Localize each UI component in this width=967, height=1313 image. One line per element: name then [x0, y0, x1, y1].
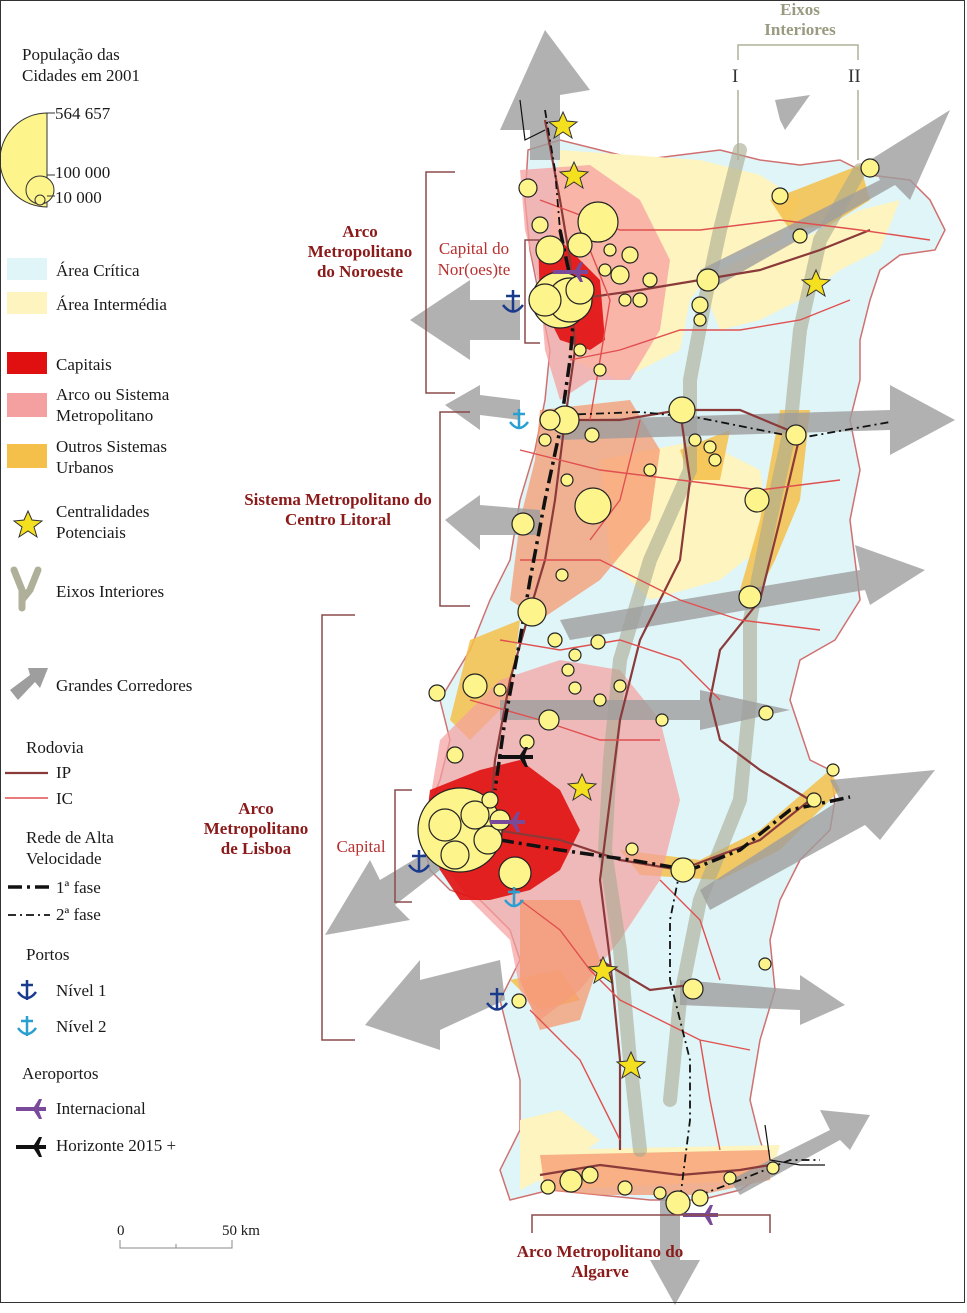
legend-swatch-area-critica	[7, 258, 47, 280]
grandes-corredores	[325, 30, 955, 1305]
legend-horizonte-label: Horizonte 2015 +	[56, 1136, 177, 1155]
legend-corridor-icon	[10, 668, 48, 700]
legend-corredores-label: Grandes Corredores	[56, 676, 193, 695]
legend-airport-horizonte-icon	[16, 1137, 46, 1157]
legend-pop-min: 10 000	[55, 188, 102, 207]
legend-centralidades-label: Centralidades Potenciais	[56, 502, 150, 542]
legend-outros-label: Outros Sistemas Urbanos	[56, 437, 167, 477]
legend-swatch-area-intermedia	[7, 292, 47, 314]
legend-swatch-arco	[7, 393, 47, 417]
legend-area-critica-label: Área Crítica	[56, 261, 140, 280]
arco-lisboa-south	[520, 900, 600, 1030]
legend-swatch-outros	[7, 444, 47, 468]
legend-alta-velocidade-title: Rede de Alta Velocidade	[26, 828, 114, 868]
eixos-interiores-title: Eixos Interiores	[764, 0, 836, 39]
legend-eixo-icon	[10, 566, 42, 612]
cities	[417, 158, 880, 1216]
port-nivel2-icons	[504, 409, 529, 908]
legend-ic-label: IC	[56, 789, 73, 808]
alta-velocidade-2a-fase	[544, 109, 891, 1201]
legend-pop-mid: 100 000	[55, 163, 111, 182]
eixo-ii-label: II	[848, 66, 861, 87]
legend-airport-internacional-icon	[16, 1099, 46, 1119]
legend-fase2-label: 2ª fase	[56, 905, 101, 924]
region-brackets	[321, 171, 771, 1233]
legend-capitais-label: Capitais	[56, 355, 112, 374]
centralidades-stars	[547, 110, 832, 1080]
legend-population-ticks	[47, 112, 55, 197]
legend-arco-label: Arco ou Sistema Metropolitano	[56, 385, 170, 425]
legend-port-nivel1-icon	[17, 980, 37, 1000]
legend-portos-title: Portos	[26, 945, 70, 964]
eixo-i-label: I	[732, 66, 739, 87]
border-south	[764, 1124, 825, 1166]
scale-end-label: 50 km	[222, 1223, 260, 1239]
arco-algarve-label: Arco Metropolitano do Algarve	[516, 1242, 684, 1281]
legend-internacional-label: Internacional	[56, 1099, 146, 1118]
legend-pop-max: 564 657	[55, 104, 111, 123]
legend-fase1-label: 1ª fase	[56, 878, 101, 897]
scale-start-label: 0	[117, 1223, 125, 1239]
legend-rodovia-title: Rodovia	[26, 738, 84, 757]
area-intermedia-east	[700, 200, 900, 330]
eixos-bracket	[737, 44, 859, 160]
legend-port-nivel2-icon	[17, 1016, 37, 1036]
arco-noroeste-label: Arco Metropolitano do Noroeste	[307, 222, 413, 281]
legend-ip-label: IP	[56, 763, 72, 782]
rodovia-ip	[488, 119, 871, 1177]
border-north	[519, 99, 546, 141]
port-nivel1-icons	[408, 290, 524, 1011]
capital-noroeste-label: Capital do Nor(oes)te	[437, 239, 511, 279]
legend-population-title: População das Cidades em 2001	[22, 45, 141, 85]
sistema-centro-label: Sistema Metropolitano do Centro Litoral	[244, 490, 432, 529]
legend-star-icon	[12, 509, 44, 539]
scale-bar	[119, 1240, 233, 1249]
legend-eixos-label: Eixos Interiores	[56, 582, 165, 601]
capital-lisboa-label: Capital	[336, 837, 386, 856]
legend-swatch-capitais	[7, 352, 47, 374]
arco-lisboa-label: Arco Metropolitano de Lisboa	[203, 799, 309, 858]
airport-horizonte-icon	[498, 747, 533, 767]
legend-area-intermedia-label: Área Intermédia	[56, 295, 167, 314]
outros-sistemas-bragança	[770, 165, 870, 230]
legend-nivel2-label: Nível 2	[56, 1017, 107, 1036]
legend-nivel1-label: Nível 1	[56, 981, 107, 1000]
legend-aeroportos-title: Aeroportos	[22, 1064, 99, 1083]
